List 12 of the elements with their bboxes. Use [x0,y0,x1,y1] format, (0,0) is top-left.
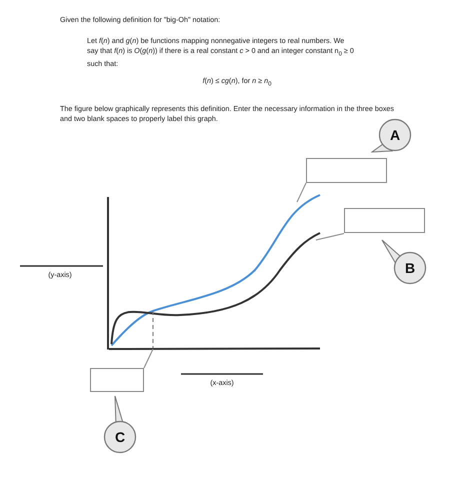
leader-line [315,233,344,240]
answer-box [90,368,144,392]
callout-letter: A [388,126,402,144]
callout-letter: B [404,259,416,277]
function-curve [109,232,321,346]
leader-line [296,182,306,203]
answer-box [306,158,387,183]
answer-box [344,208,425,233]
dashed-line [151,310,155,349]
leader-line [144,348,154,368]
callout-letter: C [114,428,126,446]
function-curve [109,194,321,349]
